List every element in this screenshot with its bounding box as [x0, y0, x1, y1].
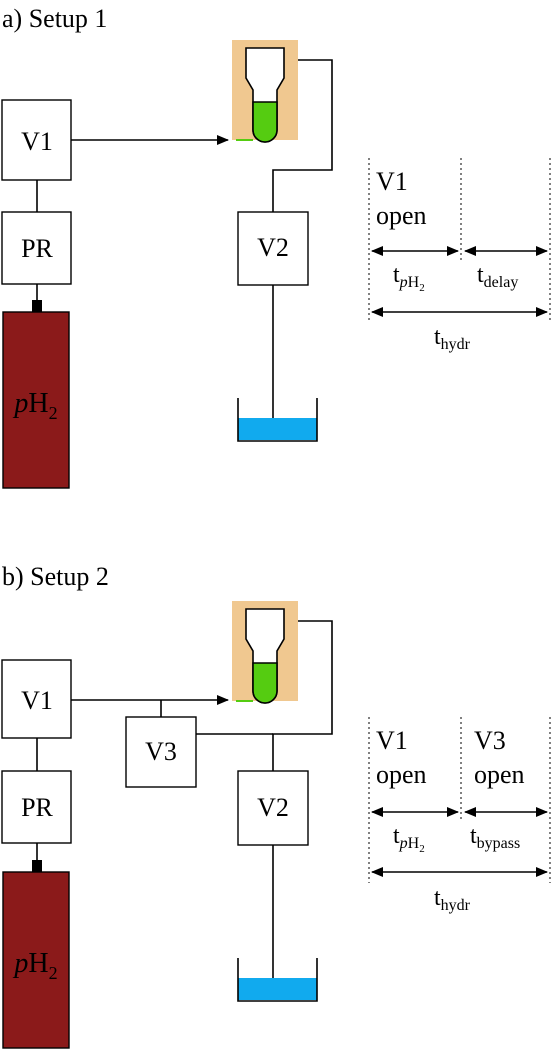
pipe-reactor-v2 [272, 59, 333, 212]
valve-v2-box [237, 211, 309, 286]
valve-v3-label: V3 [145, 737, 177, 766]
pressure-regulator-label-2: PR [21, 793, 53, 822]
setup-1: a) Setup 1 V1 PR pH2 V2 V1 [1, 4, 551, 489]
pressure-regulator-box-2 [1, 770, 72, 844]
cylinder-valve-stem-2 [32, 860, 42, 872]
valve-v1-label: V1 [21, 127, 53, 156]
timing-2-phase2-line1: V3 [474, 726, 506, 755]
pipe-reactor-v2-2 [272, 620, 333, 771]
setup-2: b) Setup 2 V1 V3 PR pH2 V2 [1, 562, 551, 1049]
water-vessel [237, 398, 318, 442]
valve-v2-label-2: V2 [257, 793, 289, 822]
timing-2-phase2-line2: open [474, 760, 525, 789]
reactor-liquid-2 [252, 662, 278, 704]
timing-1-phase1-line2: open [376, 201, 427, 230]
setup-2-title: b) Setup 2 [2, 562, 109, 591]
timing-2-t-bypass-label: tbypass [470, 823, 520, 852]
timing-1-t-delay-label: tdelay [477, 262, 518, 291]
timing-1-t-hydr-label: thydr [434, 324, 471, 353]
ph2-cylinder [2, 311, 70, 489]
reactor-liquid [252, 101, 278, 143]
timing-2-phase1-line2: open [376, 760, 427, 789]
ph2-cylinder-2 [2, 871, 70, 1049]
valve-v1-label-2: V1 [21, 686, 53, 715]
timing-2-t-ph2-label: tpH2 [393, 823, 425, 855]
valve-v2-label: V2 [257, 233, 289, 262]
water-vessel-2 [237, 958, 318, 1002]
valve-v3-box [125, 716, 197, 788]
valve-v1-box-2 [1, 659, 72, 739]
cylinder-valve-stem [32, 300, 42, 312]
ph2-cylinder-label: pH2 [12, 388, 57, 423]
timing-1-t-ph2-label: tpH2 [393, 262, 425, 294]
ph2-cylinder-label-2: pH2 [12, 948, 57, 983]
timing-2-phase1-line1: V1 [376, 726, 408, 755]
water-fill [238, 418, 317, 440]
timing-2-t-hydr-label: thydr [434, 885, 471, 914]
pressure-regulator-label: PR [21, 234, 53, 263]
pressure-regulator-box [1, 211, 72, 285]
setup-1-title: a) Setup 1 [2, 4, 107, 33]
valve-v1-box [1, 99, 72, 181]
valve-v2-box-2 [237, 770, 309, 846]
timing-1-phase1-line1: V1 [376, 167, 408, 196]
water-fill-2 [238, 978, 317, 1000]
